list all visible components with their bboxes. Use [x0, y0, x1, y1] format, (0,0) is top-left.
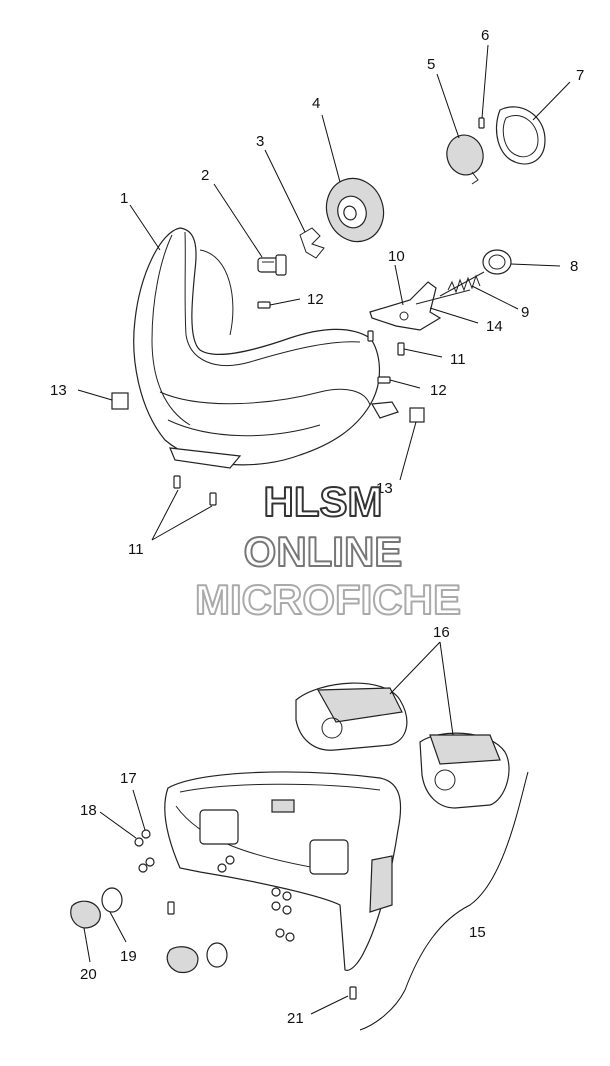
brace-part-15 [359, 771, 529, 1031]
adjuster-knob-part-8 [482, 249, 512, 275]
tail-housing-part-15 [164, 771, 402, 971]
callout-7: 7 [576, 67, 584, 84]
screw-part-6 [478, 117, 485, 129]
callout-14: 14 [486, 318, 503, 335]
callout-1: 1 [120, 190, 128, 207]
callout-10: 10 [388, 248, 405, 265]
leader-lines-lower [83, 641, 454, 1015]
watermark-line-3: MICROFICHE [195, 576, 461, 623]
callout-18: 18 [80, 802, 97, 819]
callout-21: 21 [287, 1010, 304, 1027]
rod-part-14 [415, 289, 471, 305]
clip-part-13 [111, 392, 425, 423]
dust-cover-part-4 [325, 177, 385, 243]
callout-16: 16 [433, 624, 450, 641]
callout-5: 5 [427, 56, 435, 73]
callout-17: 17 [120, 770, 137, 787]
lamp-part-5 [446, 134, 484, 185]
callout-9: 9 [521, 304, 529, 321]
callout-11-b: 11 [128, 541, 144, 558]
callout-2: 2 [201, 167, 209, 184]
leader-lines-upper [77, 44, 571, 541]
callout-13-b: 13 [376, 480, 393, 497]
spring-clip-part-3 [299, 227, 325, 259]
watermark-line-1: HLSM [264, 478, 383, 525]
gasket-part-7 [495, 106, 546, 165]
callout-12-a: 12 [307, 291, 324, 308]
screw-part-21 [167, 901, 357, 1000]
callout-11-a: 11 [450, 351, 466, 368]
callout-12-b: 12 [430, 382, 447, 399]
callout-8: 8 [570, 258, 578, 275]
callout-4: 4 [312, 95, 320, 112]
callout-6: 6 [481, 27, 489, 44]
bulb-part-2 [257, 254, 287, 276]
watermark: HLSM ONLINE MICROFICHE [194, 477, 462, 624]
spring-part-9 [439, 271, 485, 297]
bulb-part-19 [101, 887, 228, 968]
socket-part-20 [70, 900, 199, 974]
nut-part-17-18 [134, 829, 295, 942]
callout-3: 3 [256, 133, 264, 150]
screw-part-11-upper [173, 330, 405, 506]
bracket-part-10 [369, 281, 442, 331]
callout-19: 19 [120, 948, 137, 965]
tail-lamp-housing-part-16 [295, 682, 510, 809]
callout-13-a: 13 [50, 382, 67, 399]
watermark-line-2: ONLINE [244, 528, 403, 575]
callout-labels: 1 2 3 4 5 6 7 8 9 10 11 11 12 12 13 13 1… [50, 27, 584, 1027]
callout-15: 15 [469, 924, 486, 941]
headlight-housing-part-1 [133, 227, 399, 469]
callout-20: 20 [80, 966, 97, 983]
